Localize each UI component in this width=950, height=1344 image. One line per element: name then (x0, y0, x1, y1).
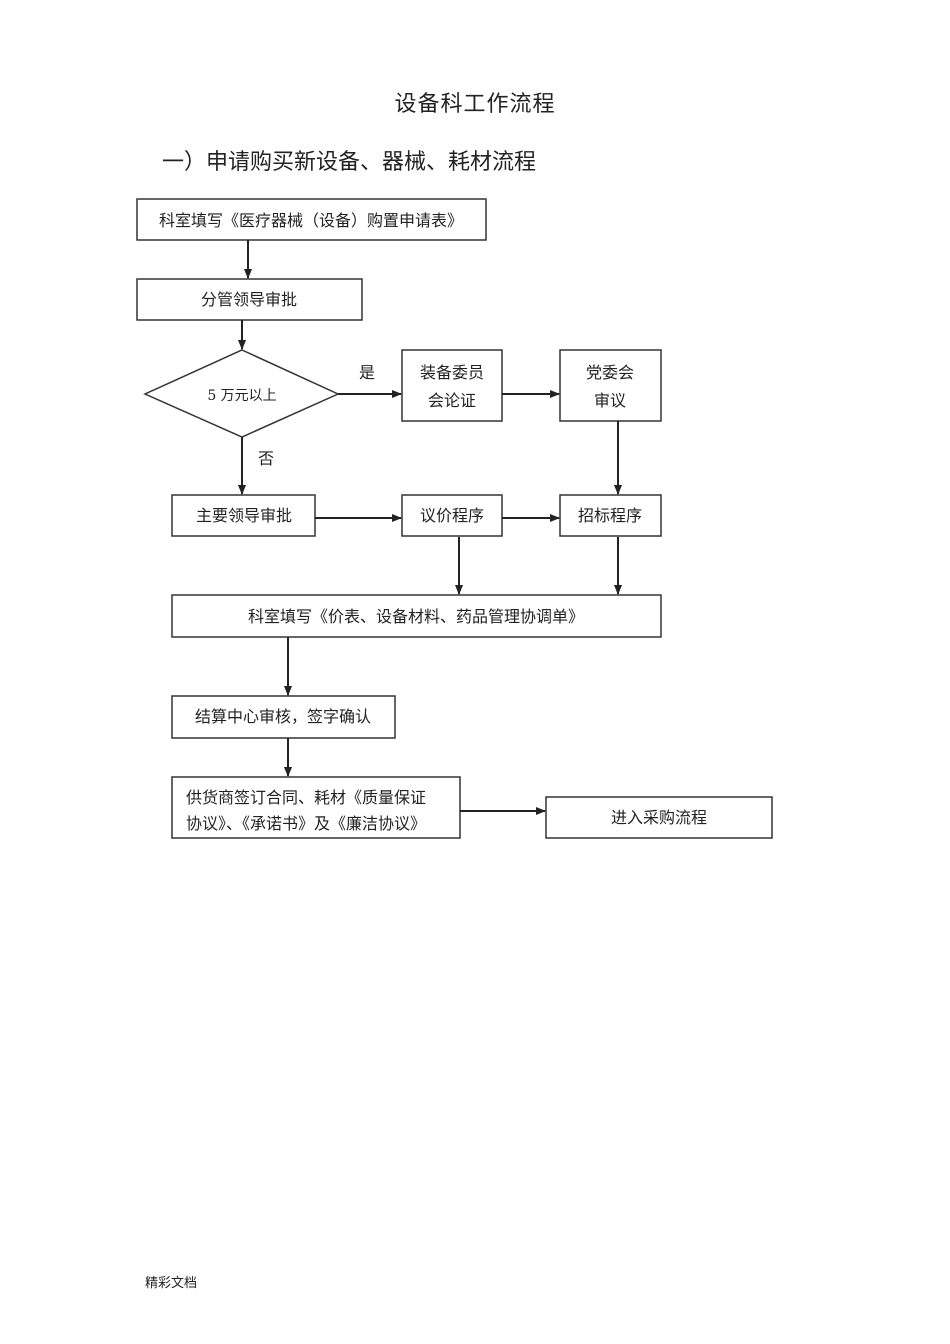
node-purchase: 进入采购流程 (545, 796, 773, 839)
page-title: 设备科工作流程 (394, 92, 556, 117)
node-price-nego: 议价程序 (401, 494, 503, 537)
section-heading: 一）申请购买新设备、器械、耗材流程 (162, 150, 537, 175)
footer-text: 精彩文档 (145, 1276, 198, 1291)
node-committee-line1: 装备委员 (420, 363, 484, 382)
edge-label-no: 否 (258, 449, 274, 468)
node-decision-label: 5 万元以上 (207, 388, 276, 404)
node-supplier-line1: 供货商签订合同、耗材《质量保证 (186, 788, 426, 807)
node-committee: 装备委员 会论证 (401, 349, 503, 422)
node-leader-approve: 分管领导审批 (136, 278, 363, 321)
node-fill-form-label: 科室填写《医疗器械（设备）购置申请表》 (159, 211, 463, 230)
node-supplier: 供货商签订合同、耗材《质量保证 协议》、《承诺书》及《廉洁协议》 (171, 776, 461, 839)
node-committee-line2: 会论证 (428, 391, 476, 410)
node-supplier-line2: 协议》、《承诺书》及《廉洁协议》 (186, 814, 426, 833)
node-main-leader: 主要领导审批 (171, 494, 316, 537)
node-party-line1: 党委会 (586, 363, 634, 382)
node-bidding: 招标程序 (559, 494, 662, 537)
node-leader-approve-label: 分管领导审批 (201, 290, 297, 309)
node-decision: 5 万元以上 (143, 349, 340, 438)
node-bidding-label: 招标程序 (578, 506, 642, 525)
node-fill-form: 科室填写《医疗器械（设备）购置申请表》 (136, 198, 487, 241)
node-settlement-label: 结算中心审核，签字确认 (195, 707, 371, 726)
node-settlement: 结算中心审核，签字确认 (171, 695, 396, 739)
node-coord-form-label: 科室填写《价表、设备材料、药品管理协调单》 (248, 607, 584, 626)
node-coord-form: 科室填写《价表、设备材料、药品管理协调单》 (171, 594, 662, 638)
node-main-leader-label: 主要领导审批 (196, 506, 292, 525)
node-purchase-label: 进入采购流程 (611, 808, 707, 827)
node-party: 党委会 审议 (559, 349, 662, 422)
edge-label-yes: 是 (359, 363, 375, 382)
node-price-nego-label: 议价程序 (420, 506, 484, 525)
node-party-line2: 审议 (594, 391, 626, 410)
